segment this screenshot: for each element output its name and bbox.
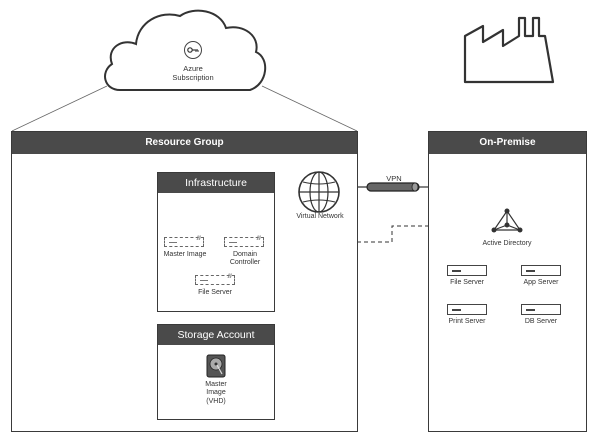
disk-label-line1: Master [205,381,227,388]
cloud-connector-left [11,85,108,132]
db-server-label: DB Server [524,318,558,325]
disk-label-line3: (VHD) [206,397,226,405]
key-icon [183,40,203,60]
cloud-label-line2: Subscription [172,73,214,82]
domain-controller-label-line1: Domain [232,251,258,258]
cloud-label: Azure Subscription [150,64,236,82]
resource-group-title: Resource Group [12,132,357,154]
on-premise-panel: On-Premise [428,131,587,432]
file-server-vm-icon [195,274,235,285]
infrastructure-title: Infrastructure [158,173,274,193]
app-server-icon [521,265,561,276]
storage-account-title: Storage Account [158,325,274,345]
vpn-tunnel-icon [366,182,420,192]
virtual-network-label: Virtual Network [296,213,344,220]
file-server-label: File Server [450,279,484,286]
disk-label-line2: Image [206,389,226,397]
vpn-label: VPN [386,174,402,183]
print-server-label: Print Server [448,318,486,325]
db-server-icon [521,304,561,315]
disk-icon [206,354,226,378]
domain-controller-vm-icon [224,236,264,247]
factory-icon [463,16,555,84]
globe-icon [298,171,340,213]
file-server-vm-label: File Server [198,289,232,296]
cloud-label-line1: Azure [183,64,203,73]
print-server-icon [447,304,487,315]
master-image-label: Master Image [163,251,207,258]
app-server-label: App Server [523,279,559,286]
master-image-vm-icon [164,236,204,247]
on-premise-title: On-Premise [429,132,586,154]
cloud-connector-right [261,85,358,132]
domain-controller-label: Domain Controller [214,251,276,268]
disk-label: Master Image (VHD) [186,381,246,406]
active-directory-label: Active Directory [482,240,532,247]
domain-controller-label-line2: Controller [229,259,261,267]
active-directory-icon [491,208,523,233]
file-server-icon [447,265,487,276]
